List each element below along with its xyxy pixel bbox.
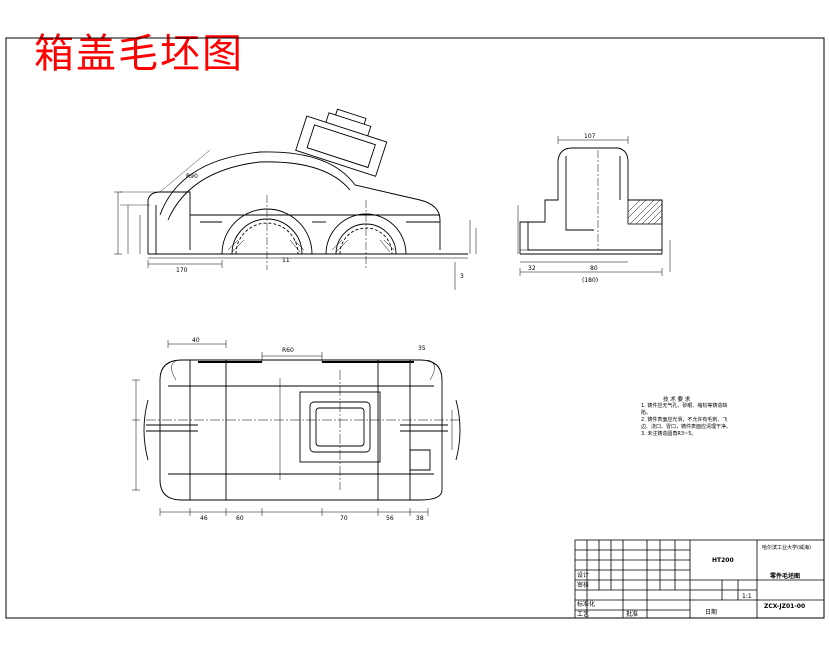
dim-front-3: 3: [460, 273, 464, 280]
front-view: [114, 108, 477, 290]
dim-side-180: (180): [582, 277, 598, 284]
technical-notes: 1. 铸件应无气孔、砂眼、缩松等铸造缺陷。 2. 铸件表面应光滑，不允许有毛刺、…: [641, 403, 731, 438]
note-item: 3. 未注铸造圆角R3~5。: [641, 431, 697, 437]
title-block: [574, 539, 825, 619]
tb-row-label: 标准化: [577, 601, 596, 608]
dim-side-107: 107: [584, 133, 596, 140]
dim-top-60: 60: [236, 515, 244, 522]
drawing-border: [5, 37, 825, 619]
drawing-title: 箱盖毛坯图: [34, 31, 244, 77]
dim-top-70: 70: [340, 515, 348, 522]
tb-drawing-name: 零件毛坯图: [770, 573, 801, 580]
top-view: [132, 340, 461, 516]
tb-row-label: 日期: [705, 609, 718, 616]
tb-school: 哈尔滨工业大学(威海): [762, 545, 811, 551]
side-view: [517, 136, 671, 276]
dim-top-35: 35: [418, 345, 426, 352]
tb-row-label: 设计: [577, 572, 590, 579]
notes-title: 技 术 要 求: [663, 397, 691, 403]
tb-scale: 1:1: [742, 593, 752, 600]
dim-front-170: 170: [176, 267, 188, 274]
dim-top-38: 38: [416, 515, 424, 522]
dim-top-56: 56: [386, 515, 394, 522]
dim-top-radius: R60: [282, 347, 294, 354]
tb-row-label: 工艺: [577, 611, 590, 618]
dim-front-11: 11: [282, 257, 290, 264]
tb-row-label: 审核: [577, 582, 590, 589]
dim-top-46: 46: [200, 515, 208, 522]
dim-front-radius: R90: [186, 173, 198, 180]
note-item: 2. 铸件表面应光滑，不允许有毛刺、飞边、浇口、冒口，铸件表面应清理干净。: [641, 417, 732, 430]
dim-top-40: 40: [192, 337, 200, 344]
tb-drawing-no: ZCX-JZ01-00: [764, 603, 806, 610]
dim-side-80: 80: [590, 265, 598, 272]
note-item: 1. 铸件应无气孔、砂眼、缩松等铸造缺陷。: [641, 403, 728, 416]
dim-side-32: 32: [528, 265, 536, 272]
tb-material: HT200: [712, 557, 734, 564]
tb-row-label: 批准: [626, 611, 639, 618]
